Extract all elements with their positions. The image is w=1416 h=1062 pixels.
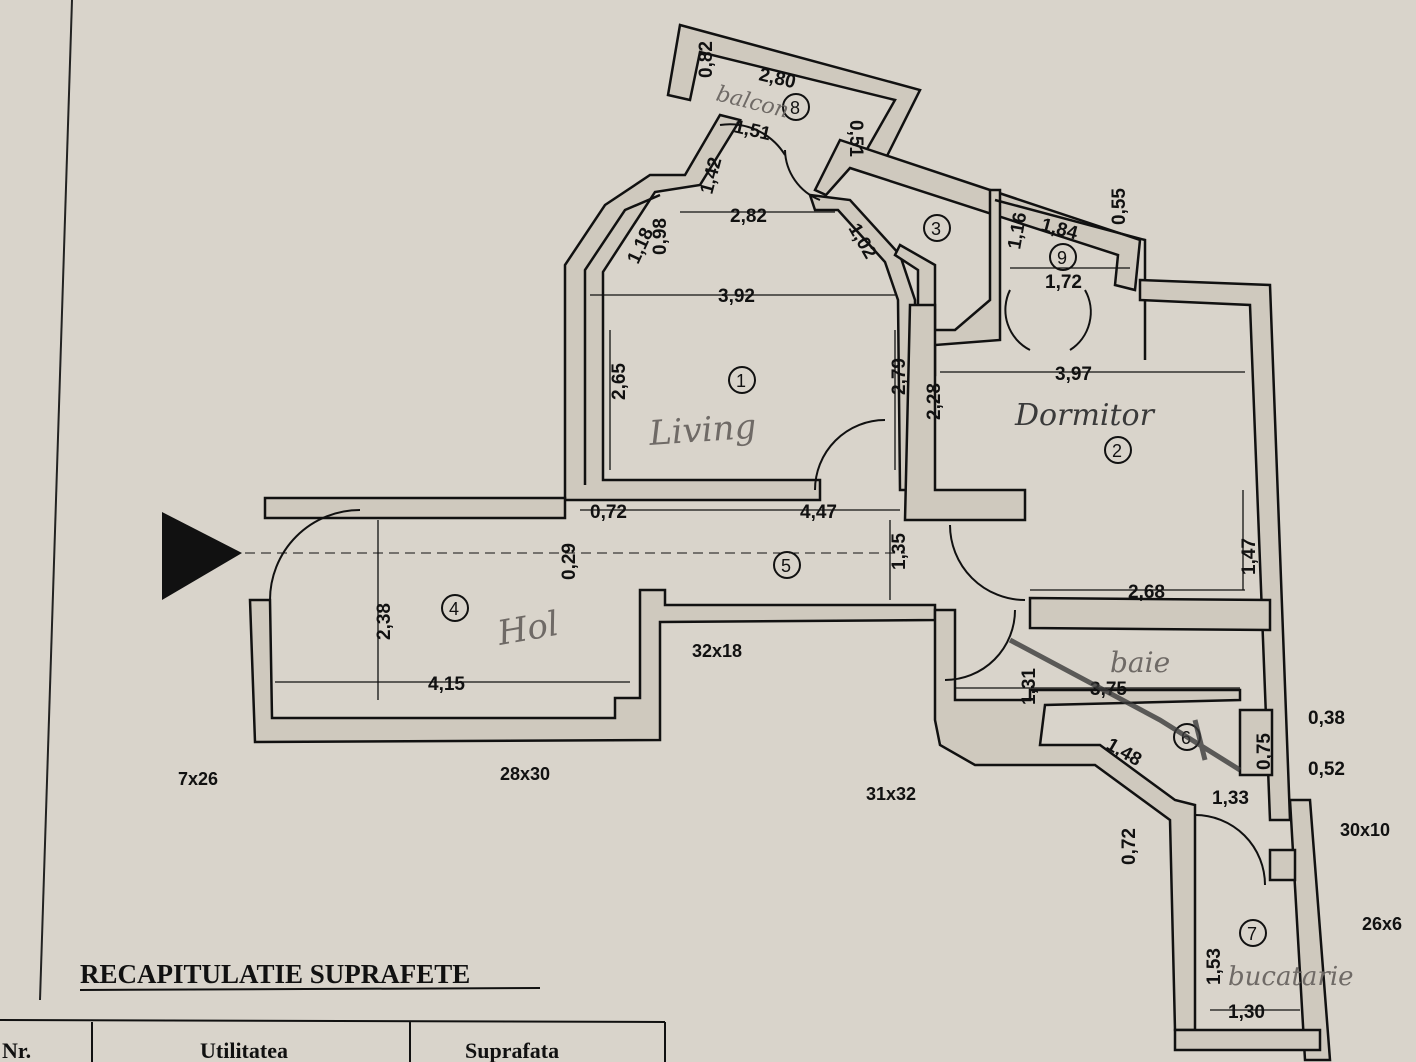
room-number-9: 9 <box>1049 243 1077 271</box>
dim-label: 3,75 <box>1090 679 1127 700</box>
dim-label: 0,52 <box>1308 759 1345 780</box>
dim-label: 2,28 <box>924 383 945 420</box>
summary-table: Nr. Utilitatea Suprafata <box>0 1019 666 1062</box>
room-number-5: 5 <box>773 551 801 579</box>
svg-text:7: 7 <box>1247 924 1257 944</box>
note-label: 31x32 <box>866 784 916 804</box>
dim-label: 4,15 <box>428 674 465 695</box>
svg-text:1: 1 <box>736 371 746 391</box>
dim-label: 2,38 <box>374 603 395 640</box>
room-number-2: 2 <box>1104 436 1132 464</box>
svg-text:3: 3 <box>931 219 941 239</box>
room-number-7: 7 <box>1239 919 1267 947</box>
room-number-4: 4 <box>441 594 469 622</box>
note-label: 7x26 <box>178 769 218 789</box>
room-label-kitchen: bucatarie <box>1228 962 1354 992</box>
table-header-suprafata: Suprafata <box>465 1038 559 1062</box>
dimension-labels: 0,82 2,80 1,51 0,51 1,42 2,82 1,18 0,98 … <box>374 41 1345 1023</box>
room-label-baie: baie <box>1110 646 1170 679</box>
room-number-8: 8 <box>782 93 810 121</box>
dim-label: 2,65 <box>609 363 630 400</box>
svg-text:5: 5 <box>781 556 791 576</box>
note-label: 32x18 <box>692 641 742 661</box>
walls <box>248 23 1332 1062</box>
dim-label: 3,92 <box>718 286 755 307</box>
room-label-hol: Hol <box>494 604 562 654</box>
note-label: 26x6 <box>1362 914 1402 934</box>
note-label: 28x30 <box>500 764 550 784</box>
dim-label: 0,51 <box>845 120 866 157</box>
dim-label: 0,72 <box>1119 828 1140 865</box>
svg-text:4: 4 <box>449 599 459 619</box>
note-label: 30x10 <box>1340 820 1390 840</box>
dim-label: 1,53 <box>1204 948 1225 985</box>
dim-label: 0,29 <box>559 543 580 580</box>
dim-label: 0,38 <box>1308 708 1345 729</box>
dim-label: 3,97 <box>1055 364 1092 385</box>
svg-text:2: 2 <box>1112 441 1122 461</box>
room-number-3: 3 <box>923 214 951 242</box>
dim-label: 1,47 <box>1239 538 1260 575</box>
svg-text:9: 9 <box>1057 248 1067 268</box>
dim-label: 1,31 <box>1019 668 1040 705</box>
dim-label: 2,68 <box>1128 582 1165 603</box>
room-label-living: Living <box>647 407 758 454</box>
dim-label: 4,47 <box>800 502 837 523</box>
doors <box>269 123 1266 886</box>
dimension-lines <box>275 211 1300 1011</box>
entrance-arrow-icon <box>162 512 242 600</box>
dim-label: 1,72 <box>1045 272 1082 293</box>
pencil-mark <box>1008 637 1242 773</box>
dim-label: 0,55 <box>1109 188 1130 225</box>
dim-label: 0,98 <box>650 218 671 255</box>
dim-label: 0,75 <box>1254 733 1275 770</box>
construction-notes: 32x18 7x26 28x30 31x32 30x10 26x6 <box>178 641 1402 934</box>
dim-label: 1,30 <box>1228 1002 1265 1023</box>
page-border <box>39 0 73 1001</box>
dim-label: 0,72 <box>590 502 627 523</box>
title-underline <box>79 987 541 991</box>
dim-label: 2,82 <box>730 206 767 227</box>
dim-label: 1,35 <box>889 533 910 570</box>
dim-label: 2,79 <box>889 358 910 395</box>
table-header-utilitatea: Utilitatea <box>200 1038 288 1062</box>
dim-label: 1,51 <box>732 116 773 145</box>
dim-label: 0,82 <box>696 41 717 78</box>
table-title: RECAPITULATIE SUPRAFETE <box>80 959 470 989</box>
room-label-dormitor: Dormitor <box>1014 398 1156 433</box>
table-header-nr: Nr. <box>2 1038 31 1062</box>
room-number-1: 1 <box>728 366 756 394</box>
dim-label: 1,33 <box>1212 788 1249 809</box>
svg-text:8: 8 <box>790 98 800 118</box>
